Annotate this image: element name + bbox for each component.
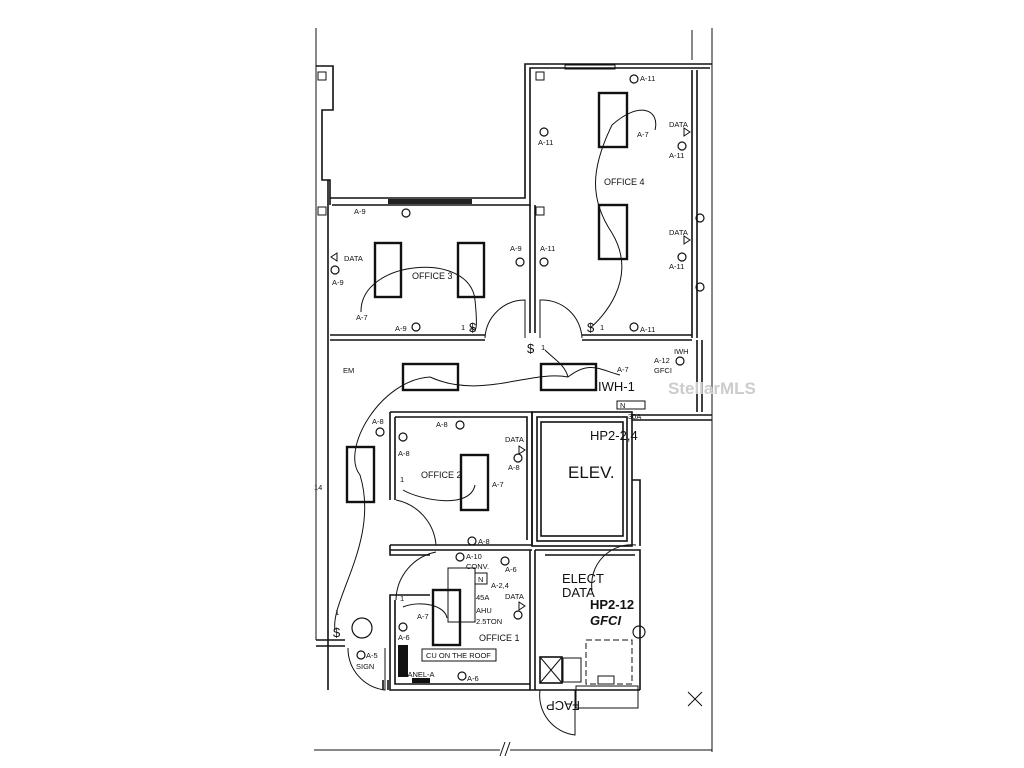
receptacles — [330, 74, 705, 681]
circuit-number: 1 — [461, 323, 465, 332]
circuit-label: A-7 — [617, 365, 629, 374]
circuit-label: A-8 — [478, 537, 490, 546]
circuit-number: 1 — [400, 475, 404, 484]
iwh1-label: IWH-1 — [598, 379, 635, 394]
data-outlet-label: DATA — [669, 228, 688, 237]
a24-label: A-2,4 — [491, 581, 509, 590]
office4-label: OFFICE 4 — [604, 177, 645, 187]
elect-label: ELECT — [562, 571, 604, 586]
a10-label: A-10 — [466, 552, 482, 561]
data-outlet-label: DATA — [669, 120, 688, 129]
switch-symbol: $ — [333, 625, 341, 640]
circuit-label: A-11 — [640, 74, 655, 83]
circuit-label: A-9 — [354, 207, 366, 216]
hp-elev-label: HP2-2,4 — [590, 428, 638, 443]
amp30-label: 30A — [628, 412, 641, 421]
circuit-label: A-11 — [669, 151, 684, 160]
circuit-label: A-11 — [640, 325, 655, 334]
switch-symbol: $ — [587, 320, 595, 335]
gfci-label: GFCI — [654, 366, 672, 375]
circuit-label: A-11 — [540, 244, 555, 253]
circuit-label: A-9 — [510, 244, 522, 253]
em-label: EM — [343, 366, 354, 375]
circuit-label: A-9 — [395, 324, 407, 333]
office3-label: OFFICE 3 — [412, 271, 453, 281]
ahu-ton-label: 2.5TON — [476, 617, 502, 626]
n-label: N — [478, 575, 483, 584]
circuit-labels: A-9 DATA A-9 A-7 A-9 A-9 A-11 A-11 A-11 … — [332, 74, 688, 683]
hp-elect-label: HP2-12 — [590, 597, 634, 612]
office2-label: OFFICE 2 — [421, 470, 462, 480]
circuit-label: A-7 — [417, 612, 429, 621]
iwh-label: IWH — [674, 347, 689, 356]
data-outlet-label: DATA — [344, 254, 363, 263]
conv-label: CONV. — [466, 562, 489, 571]
circuit-number: 1 — [335, 608, 339, 617]
circuit-label: A-6 — [467, 674, 479, 683]
data-outlet-icons — [330, 127, 691, 611]
circuit-number: 1 — [400, 594, 404, 603]
circuit-number: 1 — [541, 343, 545, 352]
panel-label: PANEL-A — [403, 670, 435, 679]
data-room-label: DATA — [562, 585, 595, 600]
circuit-label: A-7 — [356, 313, 368, 322]
circuit-label: A-7 — [492, 480, 504, 489]
light-fixtures — [334, 91, 657, 647]
circuit-label: A-9 — [332, 278, 344, 287]
sign-label: SIGN — [356, 662, 374, 671]
cu-roof-label: CU ON THE ROOF — [426, 651, 491, 660]
circuit-label: A-6 — [505, 565, 517, 574]
facp-label: FACP — [546, 698, 580, 713]
circuit-label: A-11 — [669, 262, 684, 271]
a12-label: A-12 — [654, 356, 670, 365]
n2-label: N — [620, 401, 625, 410]
circuit-label: A-8 — [508, 463, 520, 472]
circuit-label: A-6 — [398, 633, 410, 642]
doors — [347, 299, 637, 736]
switch-symbol: $ — [469, 320, 477, 335]
office1-label: OFFICE 1 — [479, 633, 520, 643]
circuit-label: A-8 — [398, 449, 410, 458]
switch-symbol: $ — [527, 341, 535, 356]
data-outlet-label: DATA — [505, 592, 524, 601]
walls — [314, 28, 713, 757]
gfci-elect-label: GFCI — [590, 613, 621, 628]
circuit-label: A-7 — [637, 130, 649, 139]
data-outlet-label: DATA — [505, 435, 524, 444]
circuit-number: 1 — [600, 323, 604, 332]
elevator-label: ELEV. — [568, 463, 615, 482]
room-labels: OFFICE 3 OFFICE 4 OFFICE 2 OFFICE 1 ELEV… — [412, 177, 645, 643]
watermark: StellarMLS — [668, 379, 756, 398]
amp45-label: 45A — [476, 593, 489, 602]
num14-label: 14 — [314, 483, 322, 492]
equipment-labels: HP2-2,4 HP2-12 GFCI IWH-1 IWH A-12 GFCI … — [314, 347, 689, 713]
a5-label: A-5 — [366, 651, 378, 660]
circuit-label: A-8 — [372, 417, 384, 426]
circuit-label: A-8 — [436, 420, 448, 429]
circuit-label: A-11 — [538, 138, 553, 147]
ahu-label: AHU — [476, 606, 492, 615]
